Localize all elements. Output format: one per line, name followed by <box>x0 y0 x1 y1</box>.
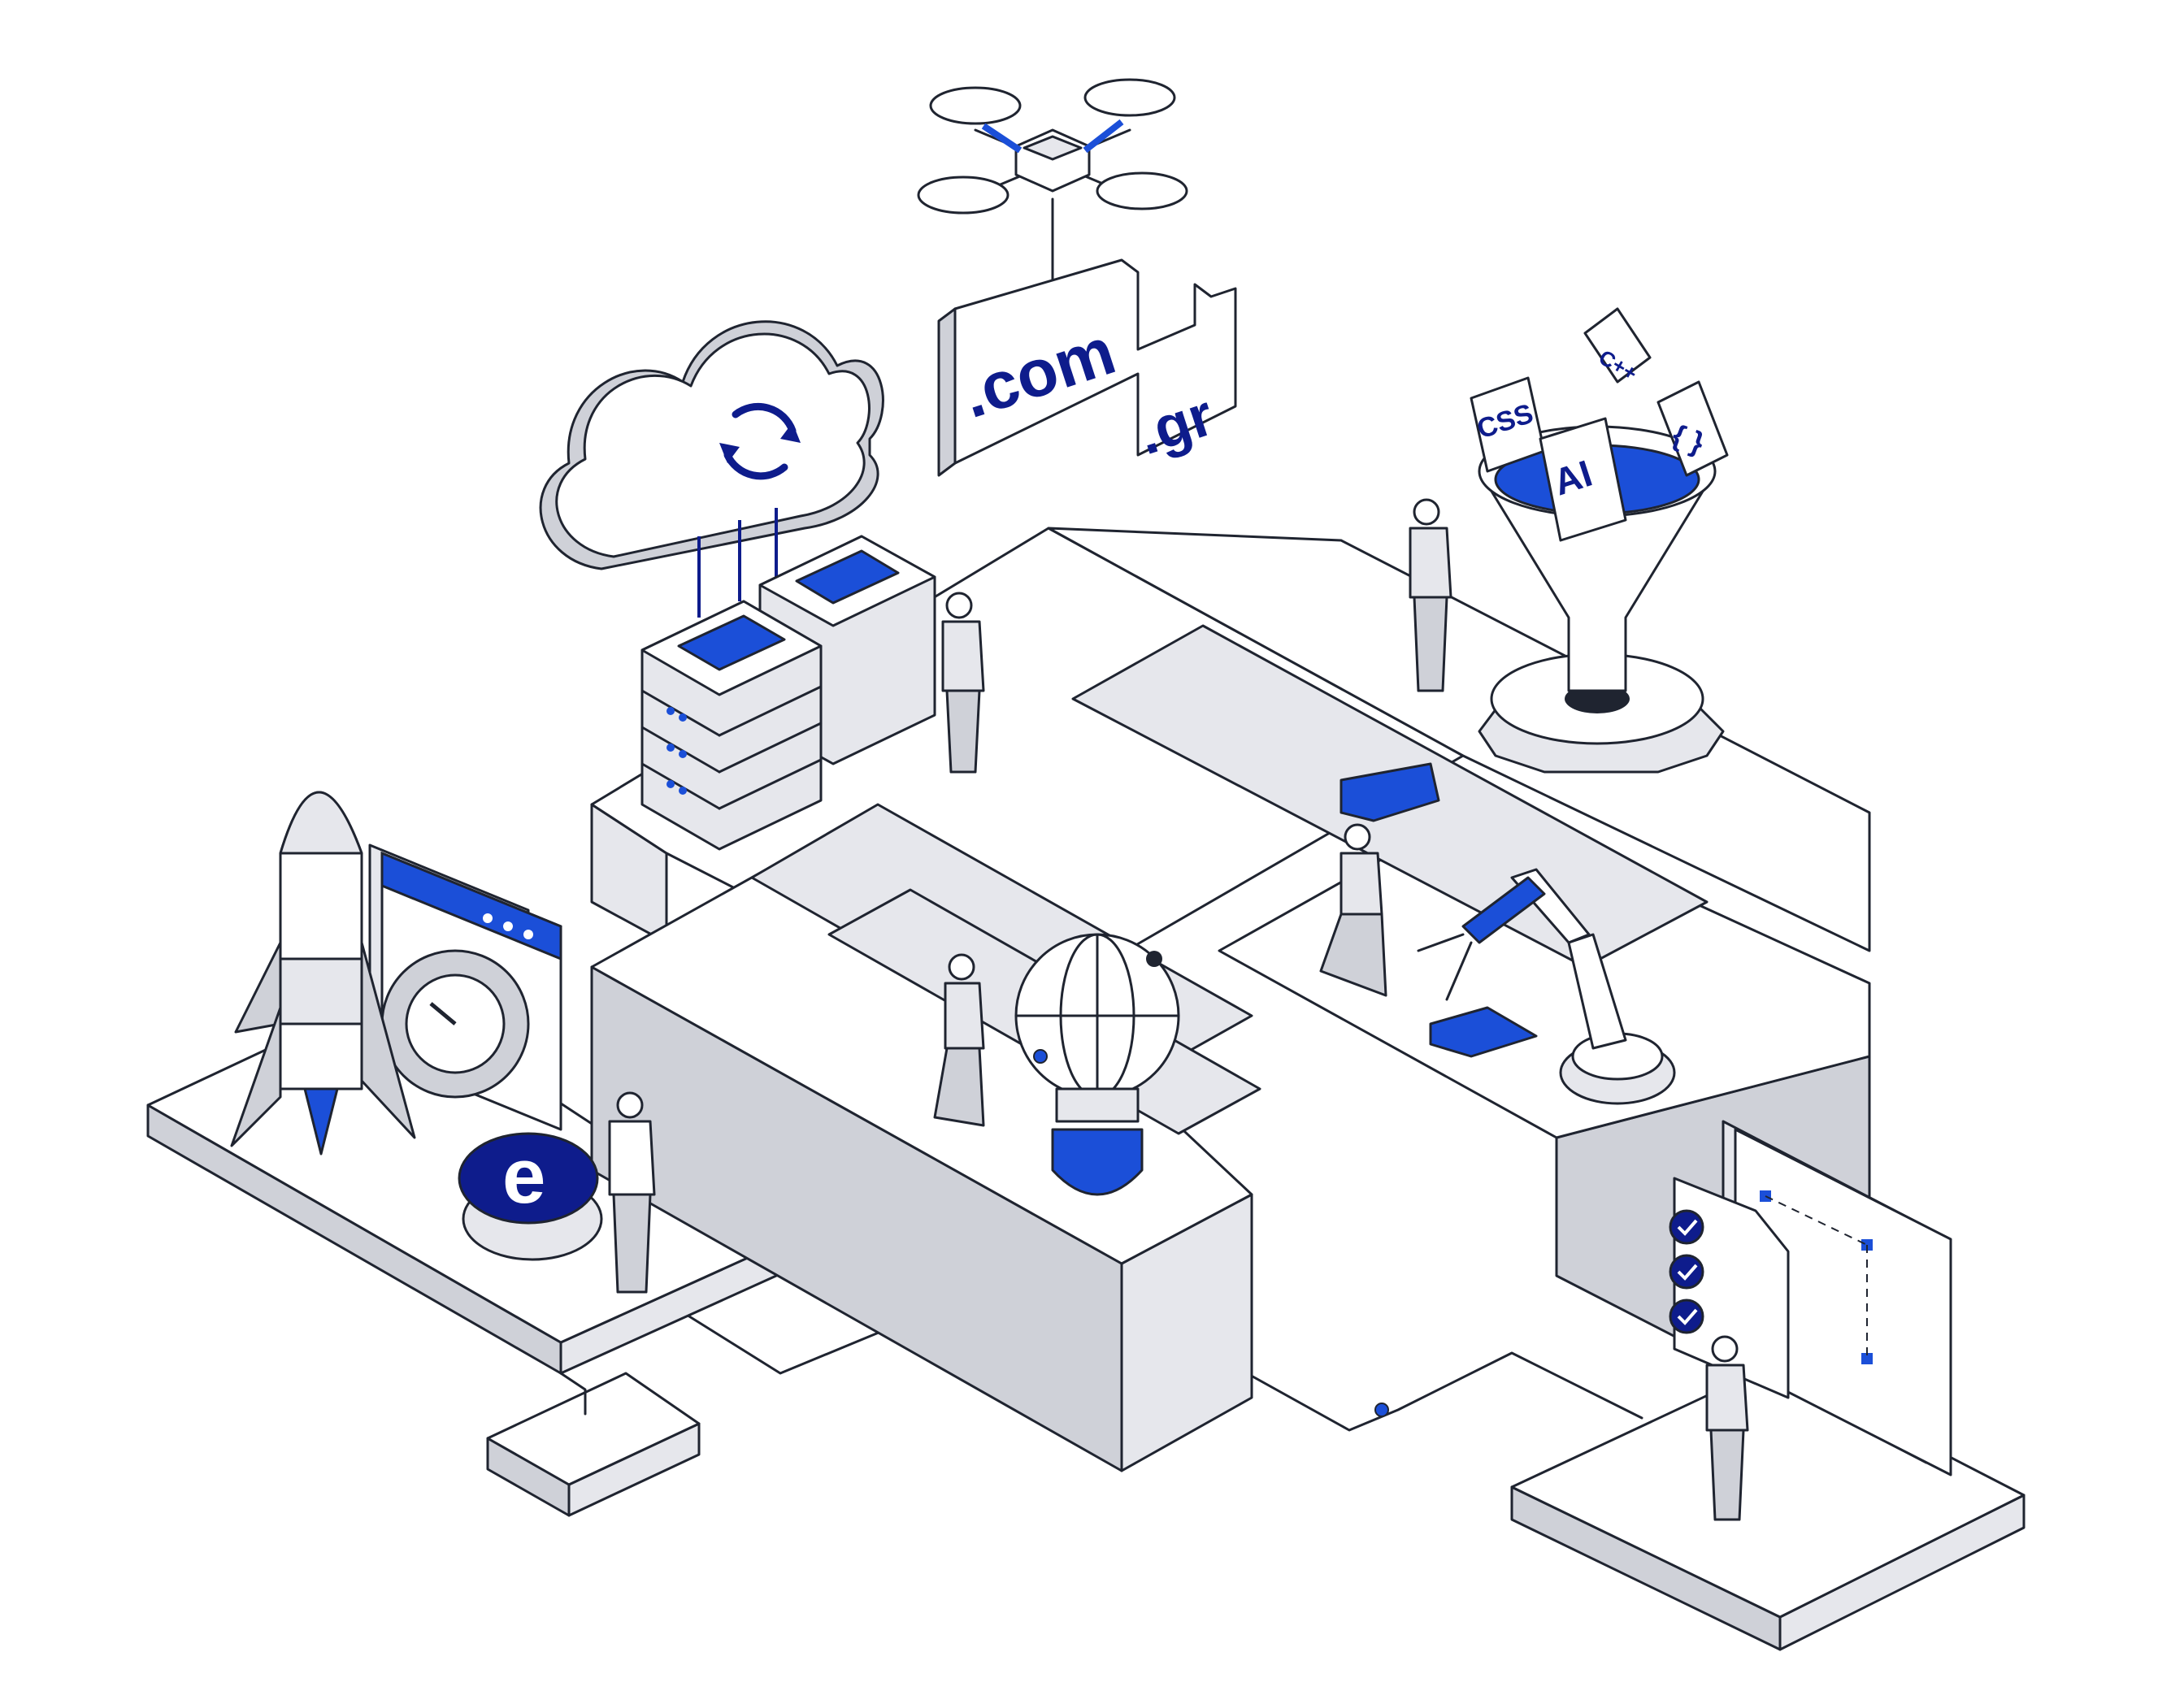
person-tablet <box>1409 498 1452 692</box>
connector-node <box>1374 1403 1389 1417</box>
drone-icon <box>917 78 1188 302</box>
person-checklist <box>1705 1335 1749 1521</box>
person-badge <box>608 1091 656 1294</box>
braces-tile: { } <box>1656 380 1729 477</box>
css-tile: CSS <box>1470 376 1546 473</box>
code-tiles: CSS AI C++ { } <box>1470 307 1729 542</box>
ai-tile: AI <box>1539 417 1627 542</box>
lightbulb-globe-icon <box>1014 933 1180 1196</box>
speedometer-gear-icon <box>380 949 530 1099</box>
cpp-tile: C++ <box>1583 307 1652 386</box>
brand-e-badge: e <box>458 1132 603 1261</box>
server-stack-icon <box>640 535 936 851</box>
rocket-icon <box>230 791 416 1156</box>
person-walking <box>933 953 985 1127</box>
right-platform <box>1510 1364 2026 1651</box>
person-server <box>941 592 985 774</box>
person-puzzle <box>1319 823 1387 997</box>
cloud-sync-icon <box>539 320 884 618</box>
badge-letter: e <box>502 1133 545 1220</box>
robot-arm-icon <box>1417 868 1676 1105</box>
domain-signs: .com .gr <box>937 258 1237 477</box>
puzzle-piece-icon <box>1339 762 1538 1058</box>
checklist-document-icon <box>1669 1177 1790 1399</box>
